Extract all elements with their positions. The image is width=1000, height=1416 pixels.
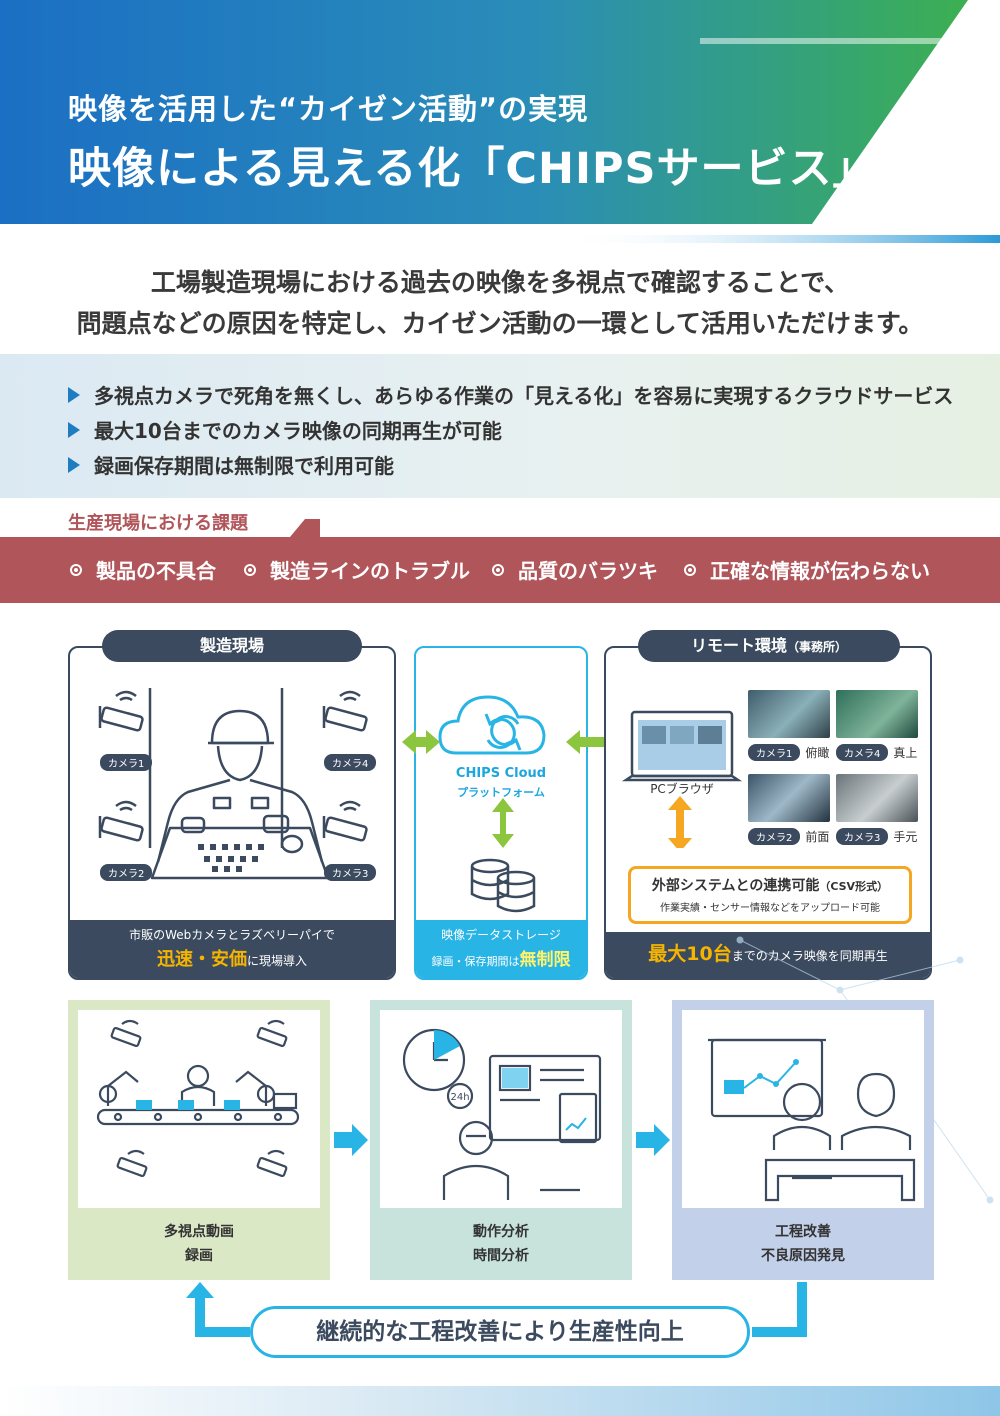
camera-tag: カメラ1: [748, 744, 801, 761]
motion-analysis-icon: 24h: [402, 1028, 602, 1200]
step-label-2: 不良原因発見: [761, 1248, 845, 1264]
camera-view-photo: [836, 690, 918, 738]
camera-tag: カメラ3: [836, 828, 889, 845]
site-footer-em: 迅速・安価: [156, 949, 247, 970]
triangle-bullet-icon: [68, 456, 80, 473]
issue-text: 正確な情報が伝わらない: [710, 559, 930, 583]
camera-label: カメラ1: [100, 754, 153, 771]
camera-view-caption: カメラ3 手元: [836, 828, 917, 845]
link-description: 作業実績・センサー情報などをアップロード可能: [660, 903, 880, 914]
remote-footer: 最大10台までのカメラ映像を同期再生: [606, 932, 930, 978]
camera-view-caption: カメラ4 真上: [836, 744, 917, 761]
issue-item: 製造ラインのトラブル: [244, 555, 470, 584]
camera-tag: カメラ4: [836, 744, 889, 761]
remote-footer-rest: までのカメラ映像を同期再生: [731, 949, 888, 963]
cloud-storage-illustration: [438, 695, 546, 913]
retention-label: 録画・保存期間は: [431, 955, 520, 968]
feature-item: 多視点カメラで死角を無くし、あらゆる作業の「見える化」を容易に実現するクラウドサ…: [68, 380, 953, 409]
camera-view-photo: [836, 774, 918, 822]
view-name: 真上: [893, 746, 918, 760]
header-banner: 映像を活用した“カイゼン活動”の実現 映像による見える化「CHIPSサービス」: [0, 0, 1000, 245]
external-link-box: 外部システムとの連携可能（CSV形式） 作業実績・センサー情報などをアップロード…: [628, 866, 912, 924]
header-subtitle: 映像を活用した“カイゼン活動”の実現: [68, 92, 589, 126]
site-footer-rest: に現場導入: [246, 954, 307, 968]
lead-line-1: 工場製造現場における過去の映像を多視点で確認することで、: [150, 268, 850, 297]
circle-bullet-icon: [492, 563, 504, 576]
remote-title-pill: リモート環境（事務所）: [638, 630, 900, 662]
step-label-1: 工程改善: [775, 1224, 831, 1240]
header-title: 映像による見える化「CHIPSサービス」: [68, 144, 877, 194]
site-footer-line1: 市販のWebカメラとラズベリーパイで: [129, 928, 335, 942]
storage-label: 映像データストレージ: [441, 928, 561, 942]
step-label-2: 時間分析: [473, 1248, 529, 1264]
step-label-1: 多視点動画: [164, 1224, 234, 1240]
cloud-name: CHIPS Cloud: [455, 766, 547, 781]
lead-line-2: 問題点などの原因を特定し、カイゼン活動の一環として活用いただけます。: [76, 309, 924, 338]
cloud-subtitle: プラットフォーム: [457, 786, 545, 799]
circle-bullet-icon: [244, 563, 256, 576]
unlimited-label: 無制限: [519, 950, 571, 970]
view-name: 前面: [805, 830, 830, 844]
remote-title-note: （事務所）: [787, 640, 848, 654]
camera-label: カメラ2: [100, 864, 153, 881]
continuous-improvement-label: 継続的な工程改善により生産性向上: [250, 1306, 750, 1358]
process-step-improvement: 工程改善 不良原因発見: [672, 1000, 934, 1280]
24h-icon-text: 24h: [450, 1092, 469, 1103]
step-label-1: 動作分析: [473, 1224, 529, 1240]
camera-view-photo: [748, 774, 830, 822]
camera-tag: カメラ2: [748, 828, 801, 845]
process-step-analysis: 24h 動作分析 時間分析: [370, 1000, 632, 1280]
step-illustration-frame: [682, 1010, 924, 1208]
issue-text: 品質のバラツキ: [518, 559, 658, 583]
issue-text: 製品の不具合: [96, 559, 216, 583]
feature-list: 多視点カメラで死角を無くし、あらゆる作業の「見える化」を容易に実現するクラウドサ…: [0, 354, 1000, 498]
feature-item: 最大10台までのカメラ映像の同期再生が可能: [68, 415, 502, 444]
feature-text: 録画保存期間は無制限で利用可能: [94, 454, 394, 478]
site-title-pill: 製造現場: [102, 630, 362, 662]
link-format: （CSV形式）: [819, 880, 889, 893]
step-label-2: 録画: [185, 1248, 213, 1264]
pc-browser-label: PCブラウザ: [650, 782, 714, 796]
pc-browser-illustration: [621, 710, 743, 848]
circle-bullet-icon: [684, 563, 696, 576]
issue-text: 製造ラインのトラブル: [270, 559, 470, 583]
feature-text: 最大10台までのカメラ映像の同期再生が可能: [94, 419, 502, 443]
triangle-bullet-icon: [68, 386, 80, 403]
camera-label: カメラ3: [324, 864, 377, 881]
site-footer: 市販のWebカメラとラズベリーパイで 迅速・安価に現場導入: [70, 920, 394, 978]
meeting-presentation-icon: [708, 1038, 916, 1202]
feature-item: 録画保存期間は無制限で利用可能: [68, 450, 394, 479]
process-step-recording: 多視点動画 録画: [68, 1000, 330, 1280]
feature-text: 多視点カメラで死角を無くし、あらゆる作業の「見える化」を容易に実現するクラウドサ…: [94, 384, 954, 408]
cloud-panel: CHIPS Cloud プラットフォーム 映像データストレージ 録画・保存期間は…: [414, 646, 588, 980]
step-illustration-frame: [78, 1010, 320, 1208]
cloud-footer: 映像データストレージ 録画・保存期間は無制限: [416, 920, 586, 978]
footer-band: [0, 1386, 1000, 1416]
camera-view-photo: [748, 690, 830, 738]
remote-title: リモート環境: [690, 636, 787, 655]
link-title: 外部システムとの連携可能: [651, 878, 820, 894]
view-name: 俯瞰: [805, 746, 830, 760]
remote-panel: PCブラウザ カメラ1 俯瞰 カメラ4 真上 カメラ2 前面 カメラ3 手元 外部システ…: [604, 646, 932, 980]
issue-item: 正確な情報が伝わらない: [684, 555, 930, 584]
camera-label: カメラ4: [324, 754, 377, 771]
site-panel: カメラ1 カメラ4 カメラ2 カメラ3 市販のWebカメラとラズベリーパイで 迅…: [68, 646, 396, 980]
remote-footer-em: 最大10台: [648, 943, 732, 965]
camera-view-caption: カメラ2 前面: [748, 828, 829, 845]
production-line-icon: [96, 1019, 300, 1178]
issue-item: 品質のバラツキ: [492, 555, 658, 584]
camera-view-caption: カメラ1 俯瞰: [748, 744, 829, 761]
issues-title: 生産現場における課題: [68, 513, 248, 534]
issue-item: 製品の不具合: [70, 555, 216, 584]
step-illustration-frame: 24h: [380, 1010, 622, 1208]
view-name: 手元: [893, 830, 918, 844]
process-flow-arrows: [186, 1124, 807, 1337]
triangle-bullet-icon: [68, 421, 80, 438]
circle-bullet-icon: [70, 563, 82, 576]
